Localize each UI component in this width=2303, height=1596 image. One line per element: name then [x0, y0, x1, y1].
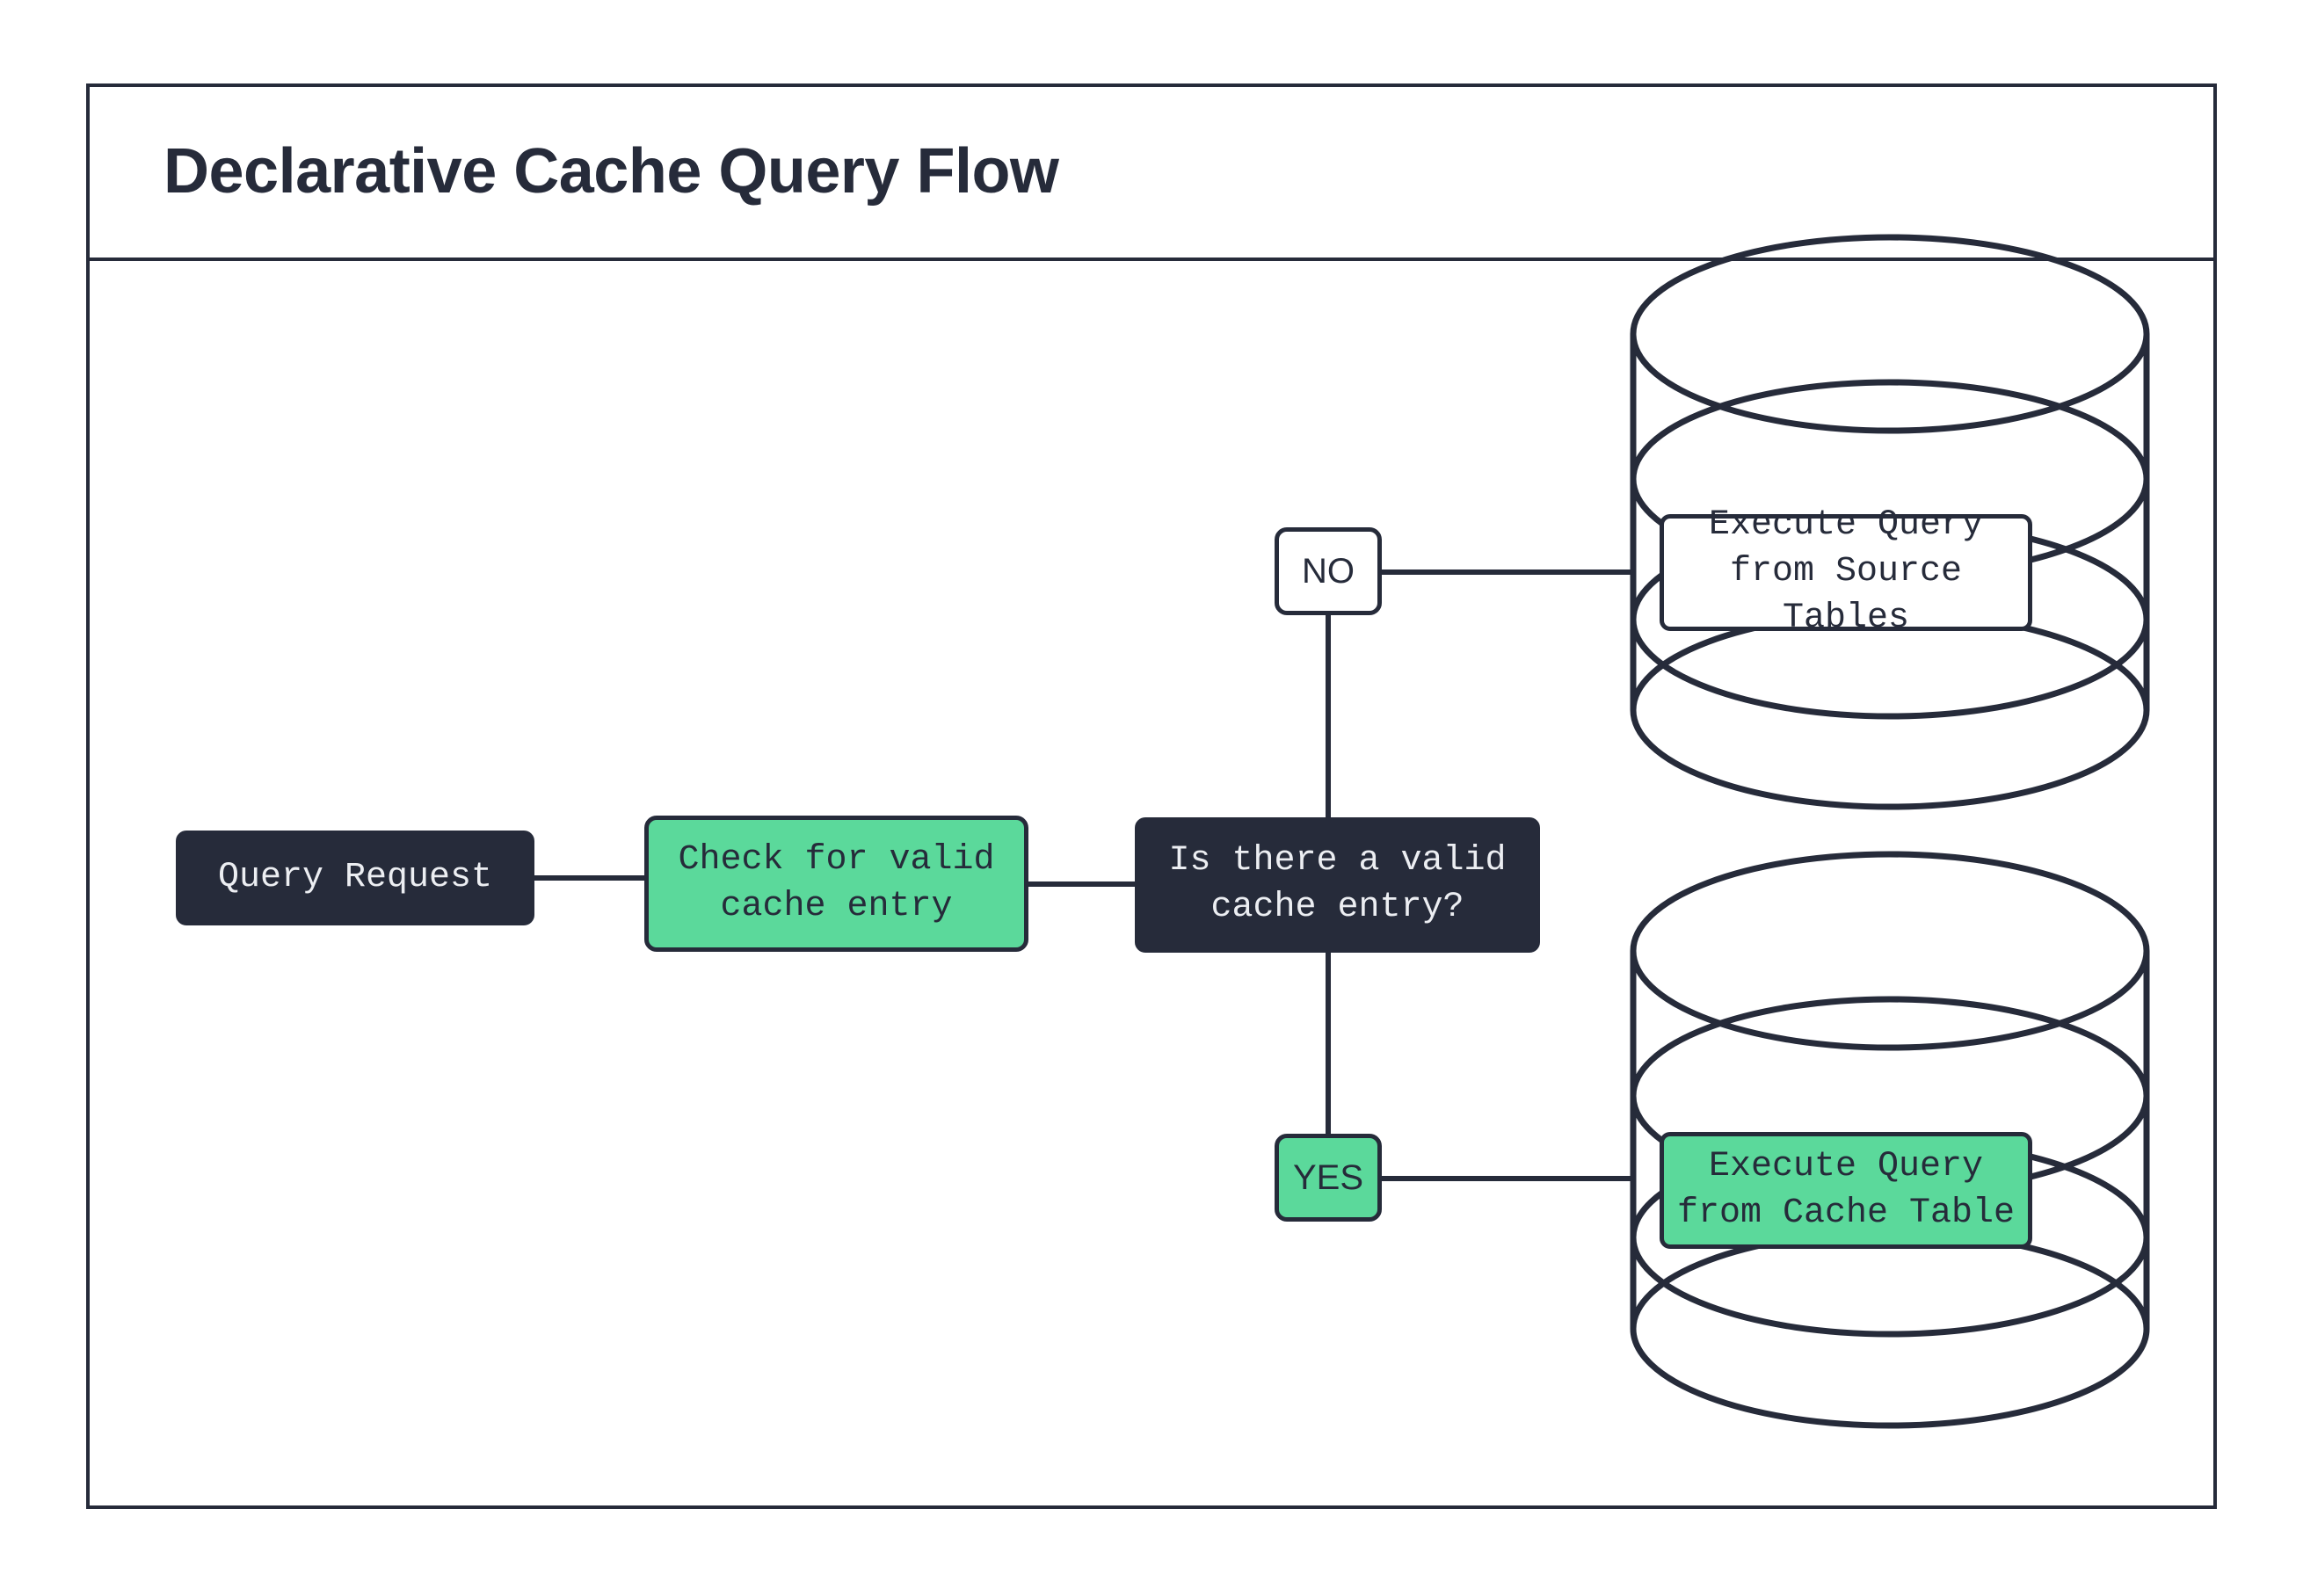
branch-label-no[interactable]: NO — [1275, 527, 1382, 615]
node-check-cache-entry[interactable]: Check for valid cache entry — [644, 816, 1028, 952]
source-cylinder-disk-1 — [1630, 234, 2150, 434]
source-cylinder-disk-4 — [1630, 610, 2150, 810]
branch-label-yes[interactable]: YES — [1275, 1134, 1382, 1222]
node-execute-query-source-tables[interactable]: Execute Query from Source Tables — [1660, 505, 2032, 638]
node-query-request[interactable]: Query Request — [176, 831, 534, 925]
node-execute-query-cache-table[interactable]: Execute Query from Cache Table — [1660, 1132, 2032, 1249]
title-divider — [86, 258, 2217, 261]
node-decision-valid-cache-entry[interactable]: Is there a valid cache entry? — [1135, 817, 1540, 953]
cache-cylinder-disk-1 — [1630, 851, 2150, 1051]
diagram-frame — [86, 83, 2217, 1509]
page-title: Declarative Cache Query Flow — [163, 136, 1059, 207]
cache-cylinder-disk-4 — [1630, 1229, 2150, 1429]
